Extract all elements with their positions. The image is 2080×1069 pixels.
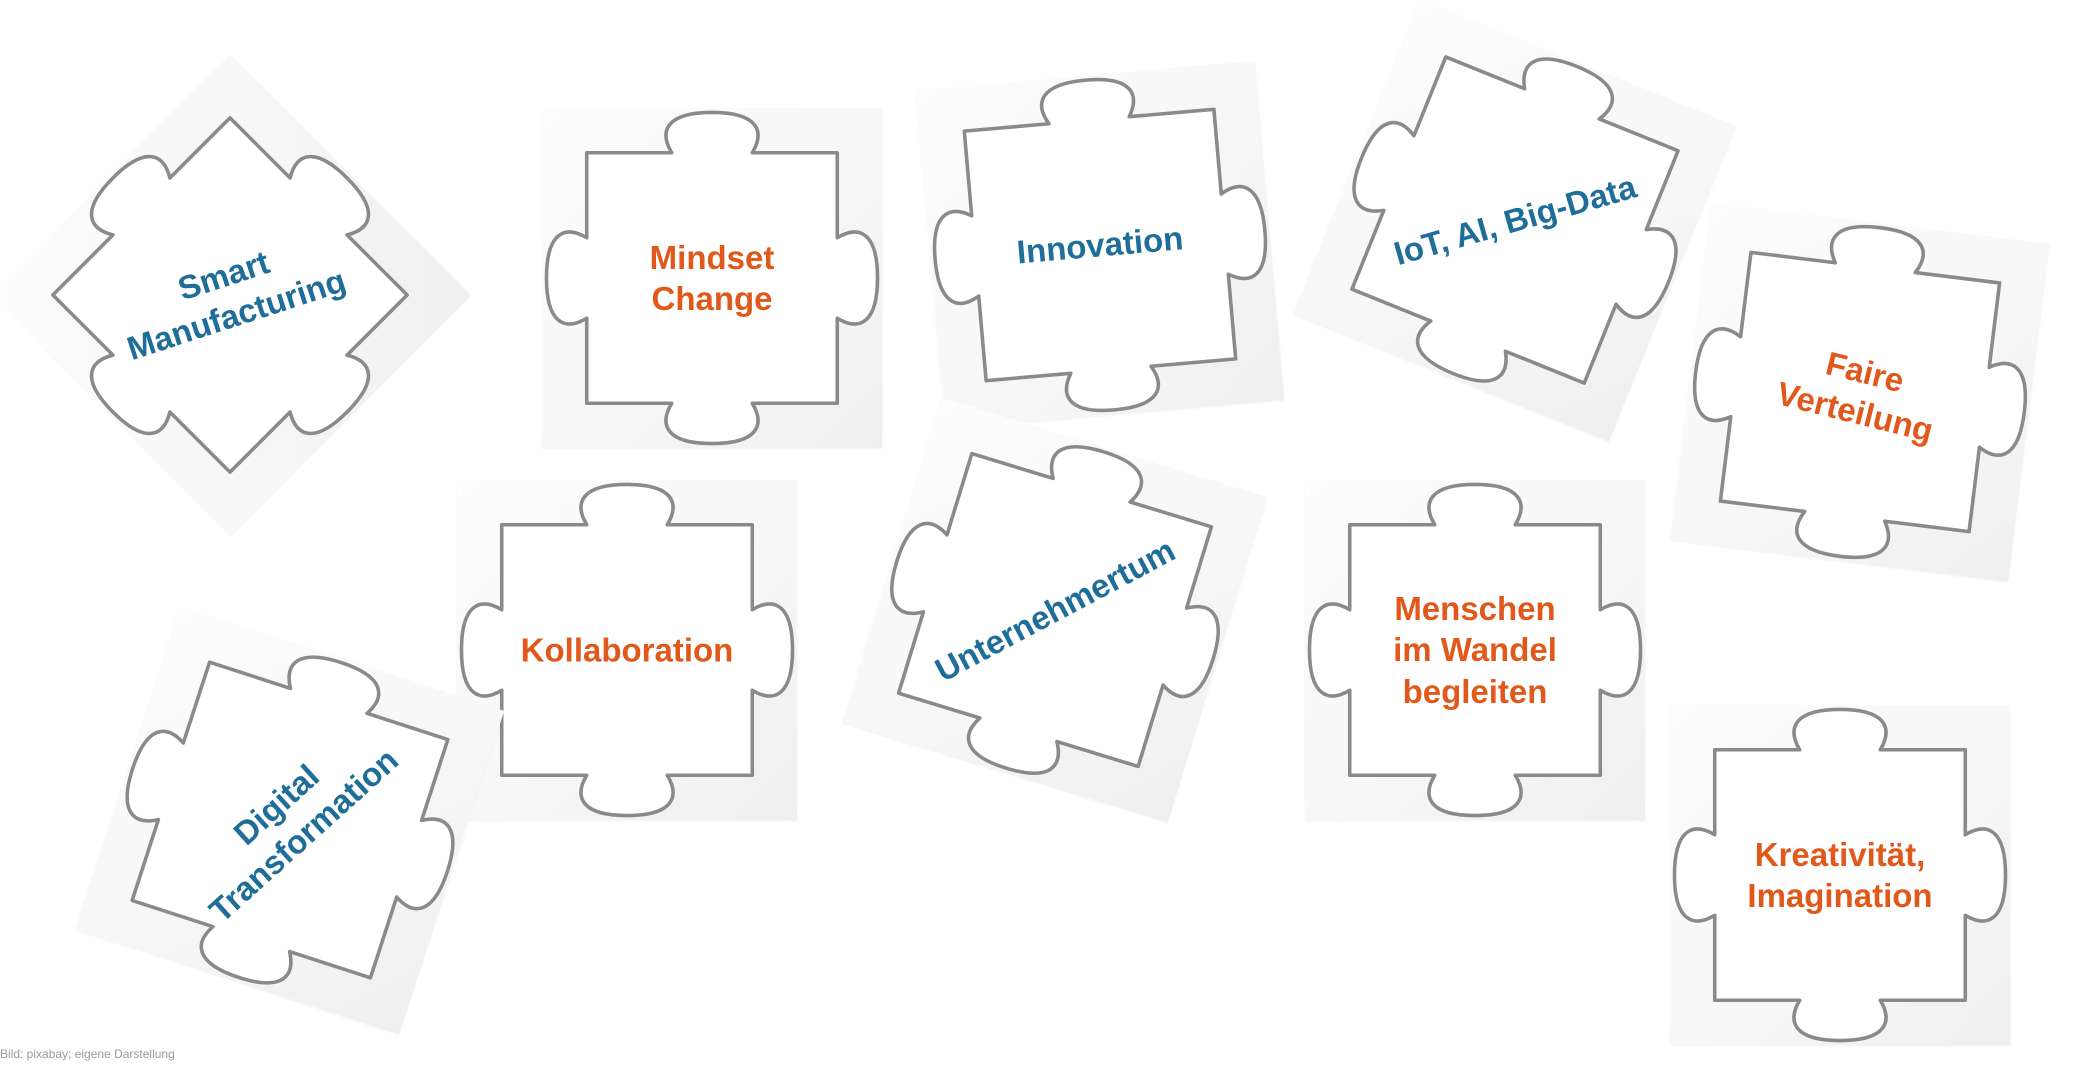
puzzle-piece-digital-transformation: Digital Transformation bbox=[75, 605, 505, 1035]
puzzle-piece-innovation: Innovation bbox=[915, 60, 1285, 430]
puzzle-piece-faire-verteilung: Faire Verteilung bbox=[1670, 202, 2050, 582]
piece-label: Mindset Change bbox=[649, 238, 775, 317]
puzzle-piece-unternehmertum: Unternehmertum bbox=[842, 397, 1268, 823]
puzzle-piece-smart-manufacturing: Smart Manufacturing bbox=[0, 54, 471, 536]
piece-label: Kreativität, Imagination bbox=[1747, 835, 1933, 914]
piece-label: Menschen im Wandel begleiten bbox=[1393, 590, 1557, 710]
puzzle-piece-kreativitaet-imagination: Kreativität, Imagination bbox=[1670, 705, 2010, 1045]
puzzle-piece-menschen-im-wandel: Menschen im Wandel begleiten bbox=[1305, 480, 1645, 820]
puzzle-piece-kollaboration: Kollaboration bbox=[457, 480, 797, 820]
image-credit: Bild: pixabay; eigene Darstellung bbox=[0, 1047, 175, 1061]
piece-label: Kollaboration bbox=[520, 631, 734, 669]
puzzle-piece-iot-ai-big-data: IoT, AI, Big-Data bbox=[1293, 0, 1737, 442]
puzzle-piece-mindset-change: Mindset Change bbox=[542, 108, 882, 448]
